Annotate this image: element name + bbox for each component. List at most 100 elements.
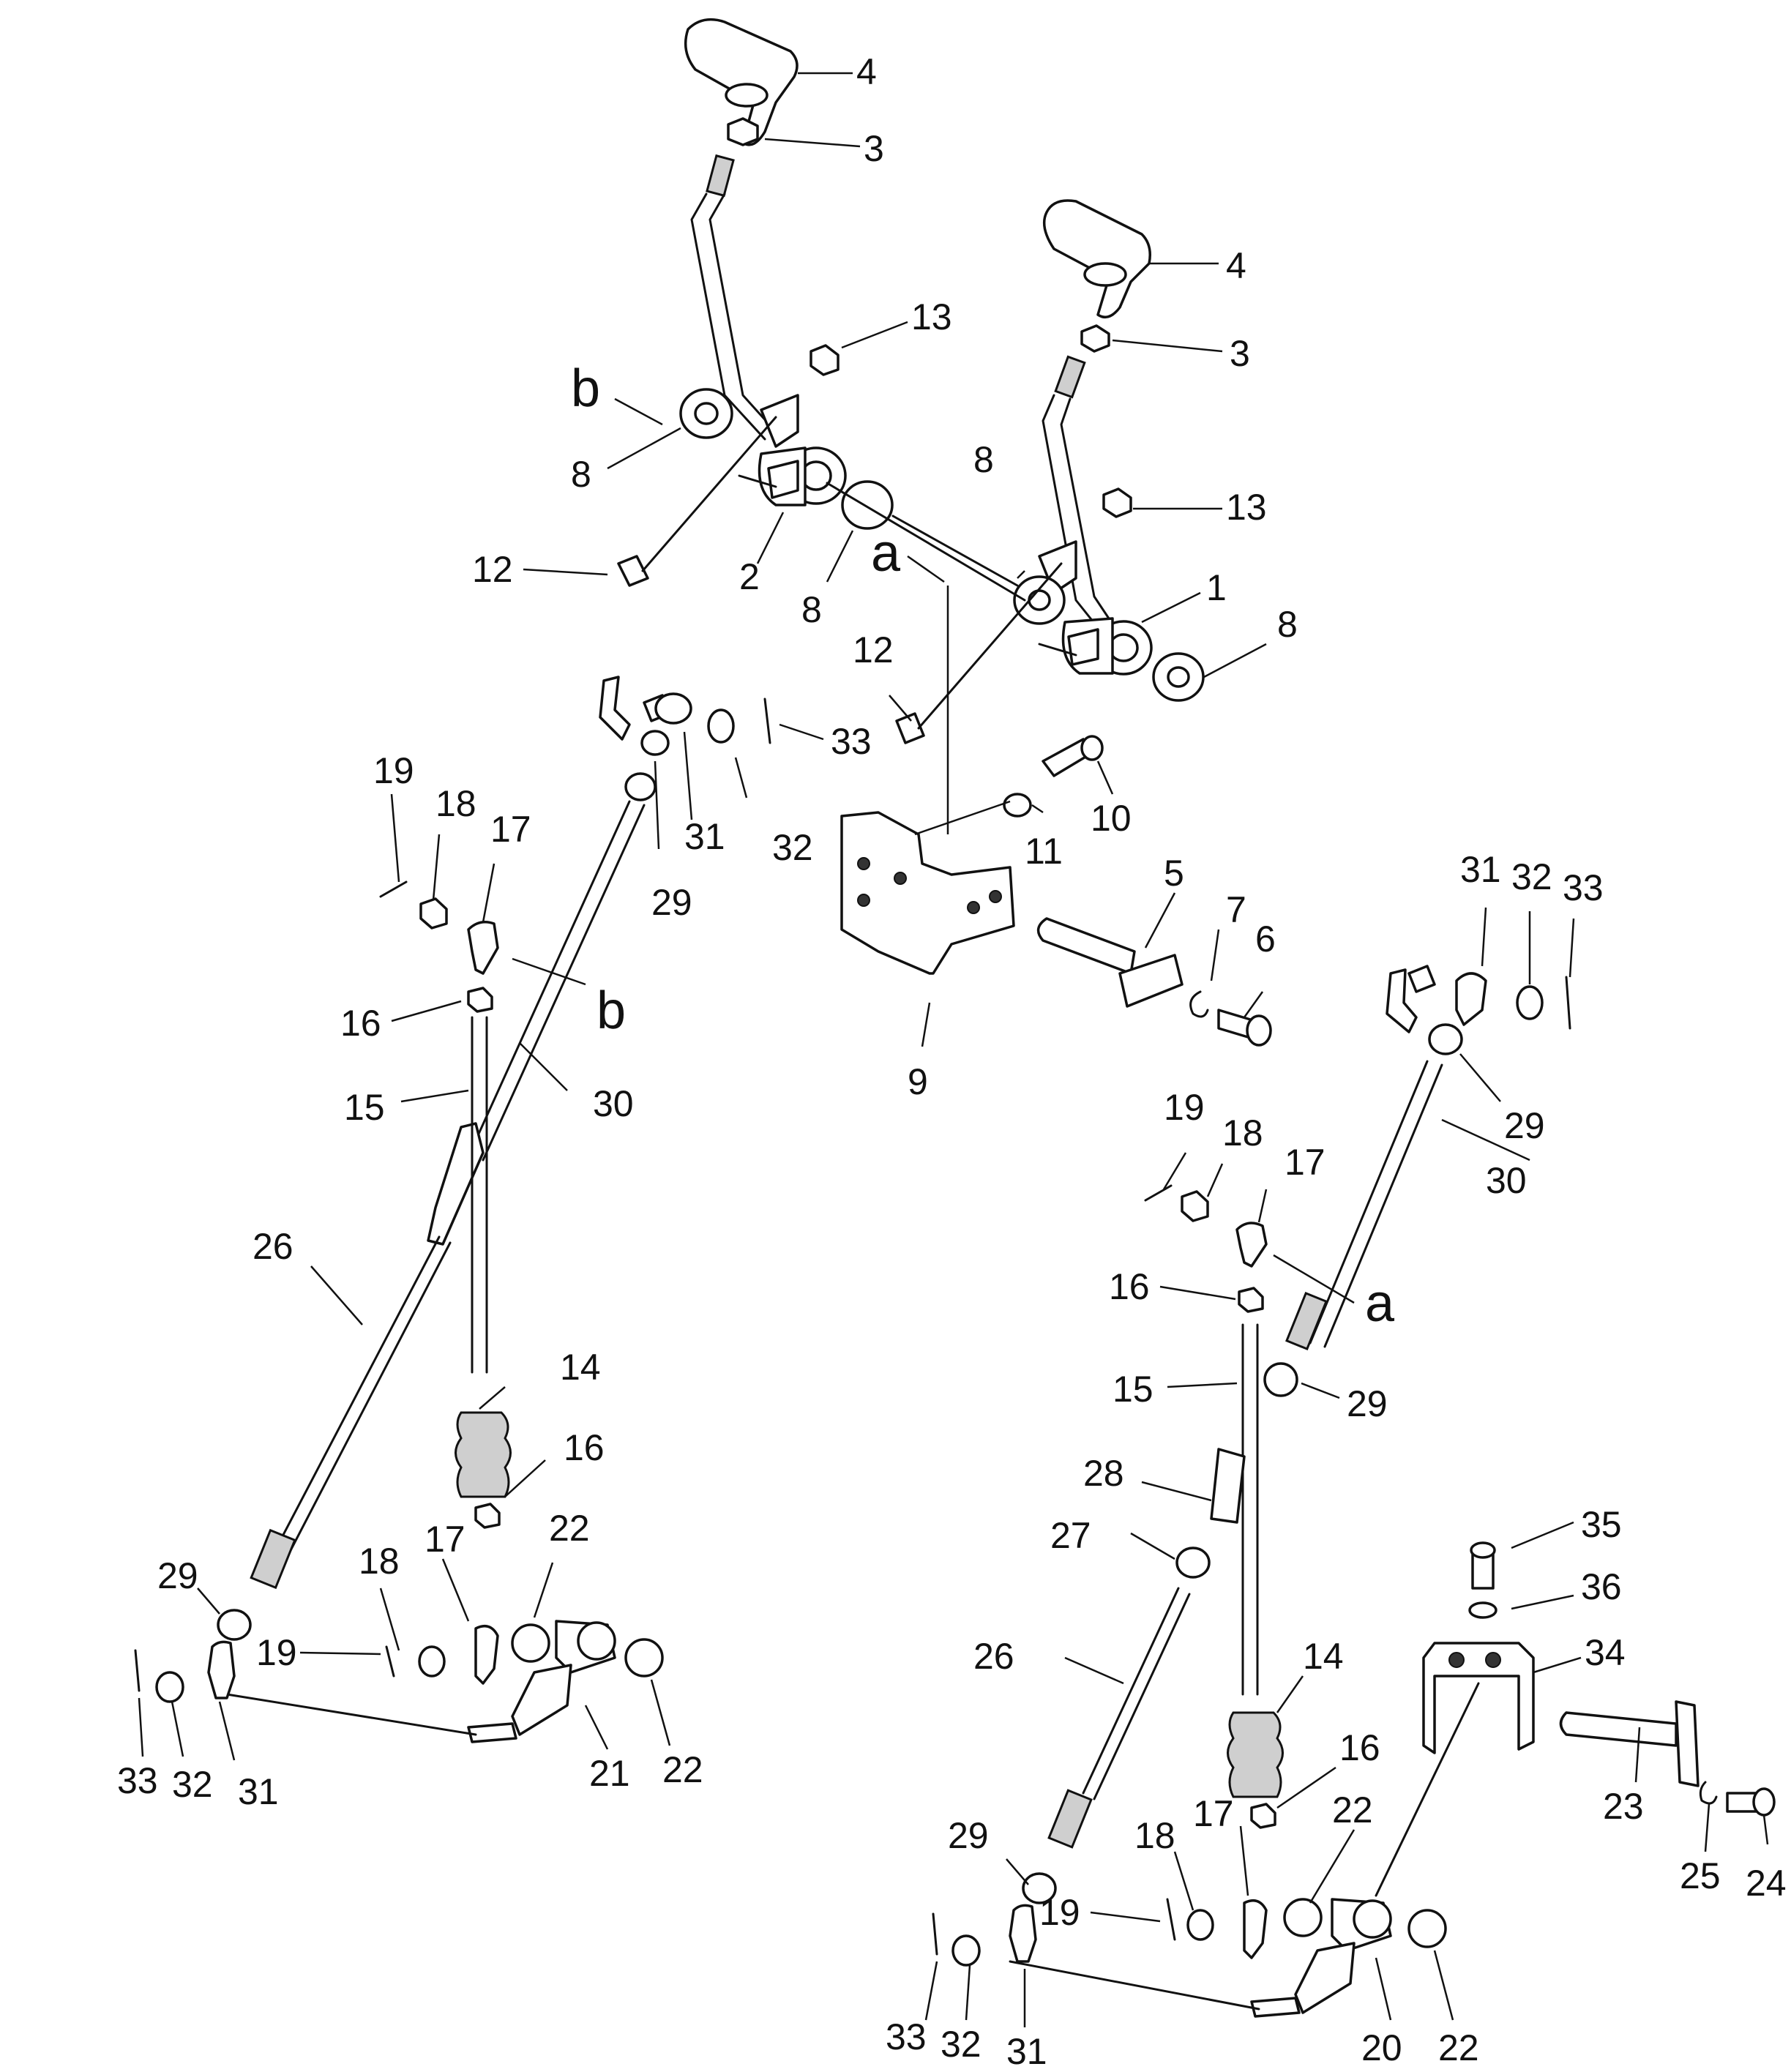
leader	[1459, 1053, 1501, 1102]
callout: 18	[1134, 1815, 1175, 1856]
callout: 32	[1511, 856, 1552, 897]
mount-bracket	[840, 811, 1015, 975]
callout: 20	[1361, 2027, 1402, 2068]
leader	[523, 568, 608, 576]
callout: 13	[1226, 487, 1267, 528]
leader	[482, 863, 496, 923]
leader	[218, 1701, 236, 1761]
nut	[1428, 1023, 1463, 1055]
leader	[1433, 1950, 1454, 2021]
leader	[400, 1089, 469, 1103]
rod-30	[1309, 1060, 1429, 1344]
bushing	[511, 1623, 550, 1663]
callout: 26	[973, 1636, 1014, 1677]
bushing-bore	[1028, 589, 1051, 611]
leader	[779, 723, 824, 741]
knob-bore	[1083, 262, 1127, 287]
cotter-pin	[385, 1645, 395, 1678]
bolt	[617, 555, 649, 587]
bracket-hole	[857, 894, 870, 907]
bracket-hole	[967, 901, 980, 914]
boot	[455, 1411, 512, 1498]
callout: 34	[1585, 1632, 1626, 1673]
callout: 27	[1050, 1515, 1091, 1556]
leader	[504, 1459, 546, 1497]
leader	[479, 1386, 506, 1410]
leader	[138, 1697, 144, 1757]
leader	[1309, 1829, 1356, 1904]
cap-nut	[155, 1671, 184, 1703]
bolt-leader	[641, 416, 777, 572]
callout: 30	[593, 1083, 634, 1124]
leader	[1173, 1851, 1194, 1911]
nut	[1080, 324, 1110, 353]
rod-eye	[474, 1624, 499, 1685]
cotter-pin	[932, 1912, 938, 1956]
callout: 31	[1460, 849, 1501, 890]
lever-arm-link	[511, 1664, 572, 1736]
callout: 32	[941, 2024, 982, 2065]
leader	[432, 834, 441, 901]
leader	[1141, 1481, 1212, 1502]
leader	[1276, 1675, 1304, 1713]
leader	[1481, 907, 1487, 967]
callout: a	[1365, 1274, 1395, 1333]
cotter-pin	[1166, 1898, 1176, 1941]
callout: 11	[1025, 831, 1063, 872]
lever-rod-edge	[1060, 397, 1118, 631]
lever-arm-bore	[1353, 1899, 1392, 1939]
bracket-hole	[857, 857, 870, 870]
washer	[1003, 793, 1032, 818]
callout: 17	[490, 809, 531, 850]
cap-nut	[951, 1934, 981, 1967]
callout: 23	[1603, 1786, 1644, 1827]
rod-26	[273, 1235, 441, 1553]
leader	[889, 695, 912, 722]
bolt	[895, 712, 925, 744]
callout: 18	[435, 783, 476, 824]
rod-end	[654, 692, 692, 725]
rod-eye	[207, 1640, 236, 1699]
thread	[250, 1528, 296, 1590]
leader	[1568, 918, 1575, 978]
callout: 3	[864, 128, 884, 169]
callout: 8	[801, 589, 822, 630]
callout: 21	[589, 1753, 630, 1794]
leader	[1096, 760, 1114, 795]
leader	[965, 1964, 971, 2021]
leader-arrow	[1273, 1254, 1355, 1304]
leader	[921, 1002, 931, 1047]
callout: 7	[1226, 889, 1246, 930]
callout: 30	[1486, 1160, 1527, 1201]
callout: 32	[172, 1764, 213, 1805]
callout: 31	[1006, 2031, 1047, 2072]
cotter-pin	[1144, 1184, 1173, 1202]
callout: 29	[157, 1555, 198, 1596]
bolt-head	[1080, 735, 1104, 761]
linkage-axis	[225, 1693, 477, 1736]
bracket-bolt	[738, 474, 777, 488]
callout: 22	[1438, 2027, 1479, 2068]
cotter-pin	[134, 1649, 141, 1692]
callout: 36	[1581, 1566, 1622, 1607]
callout: 24	[1746, 1863, 1787, 1904]
leader	[1243, 991, 1264, 1018]
rod-eye	[1009, 1904, 1037, 1963]
leader	[1006, 1858, 1029, 1885]
cap-nut	[1186, 1909, 1214, 1941]
leader	[441, 1558, 470, 1622]
callout: 18	[1222, 1112, 1263, 1153]
knob-bore	[725, 83, 769, 108]
cotter-pin	[379, 880, 408, 898]
leader	[1159, 1285, 1236, 1301]
callout: 19	[1164, 1087, 1205, 1128]
bushing	[1407, 1909, 1447, 1948]
callout: 14	[1303, 1636, 1344, 1677]
lever-left	[617, 18, 847, 587]
leader-lines	[138, 72, 1769, 2027]
rod-26-edge	[1093, 1593, 1191, 1800]
bracket-hole	[1448, 1652, 1465, 1668]
callout: 4	[856, 51, 877, 92]
knob	[1042, 199, 1151, 319]
leader-arrow	[907, 555, 945, 583]
